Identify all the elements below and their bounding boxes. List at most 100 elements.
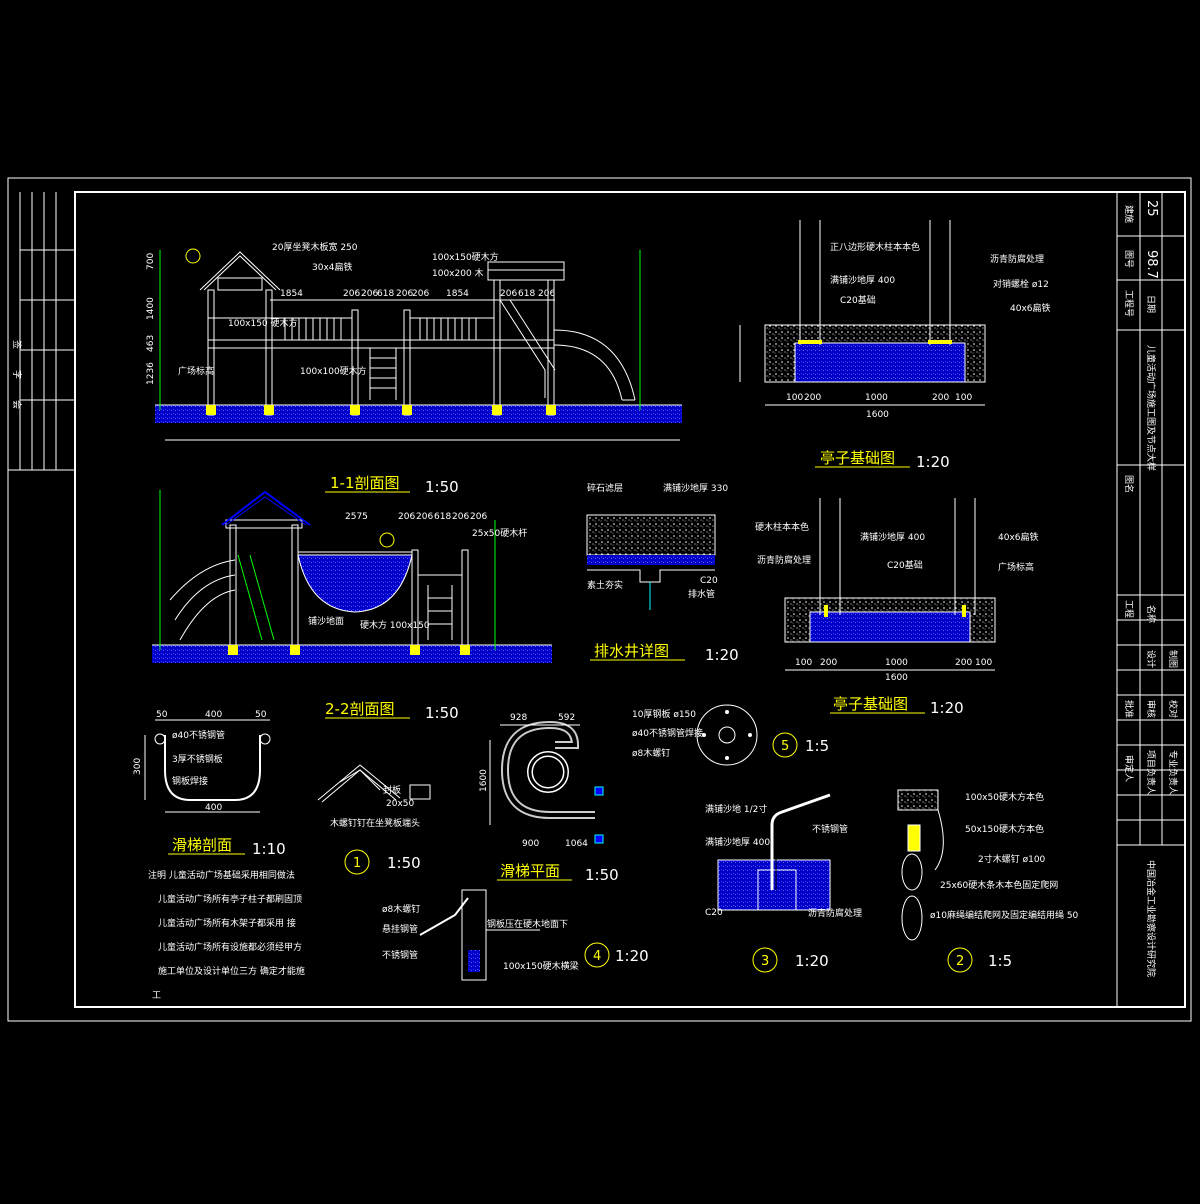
ss-dim-4: 400 bbox=[205, 803, 222, 813]
date-label: 日期 bbox=[1145, 295, 1156, 313]
row-approve: 批准 bbox=[1123, 700, 1135, 718]
drain-well-detail: 碎石滤层 满铺沙地厚 330 素土夯实 C20 排水管 排水井详图 1:20 bbox=[586, 482, 739, 664]
dw-note-1: 满铺沙地厚 330 bbox=[663, 482, 728, 494]
pf2-title: 亭子基础图 bbox=[833, 695, 908, 713]
pf1-dim-1: 200 bbox=[804, 393, 821, 403]
slide-plan: 928 592 1600 900 1064 滑梯平面 1:50 bbox=[479, 713, 619, 884]
section-marker-2-icon bbox=[379, 532, 395, 548]
dim-2-2-4: 206 bbox=[452, 512, 469, 522]
pf1-note-0: 正八边形硬木柱本本色 bbox=[830, 241, 920, 253]
sp-dim-2: 1600 bbox=[479, 769, 489, 792]
drawing-no-value: 建施 bbox=[1123, 205, 1135, 223]
d4-marker-icon bbox=[584, 942, 610, 968]
d5-marker-icon bbox=[772, 732, 798, 758]
d2-marker-icon bbox=[947, 947, 973, 973]
ground-hatch bbox=[155, 405, 682, 423]
pf1-scale: 1:20 bbox=[916, 453, 950, 471]
sp-dim-1: 592 bbox=[558, 713, 575, 723]
dim-top-6: 1854 bbox=[446, 289, 469, 299]
dim-left-1: 1400 bbox=[146, 297, 156, 320]
pf2-dim-0: 100 bbox=[795, 658, 812, 668]
pf1-dim-3: 200 bbox=[932, 393, 949, 403]
note-1-1-0: 20厚坐凳木板宽 250 bbox=[272, 241, 358, 253]
ss-dim-3: 300 bbox=[133, 758, 143, 775]
pf1-dim-5: 1600 bbox=[866, 410, 889, 420]
pf2-dim-4: 100 bbox=[975, 658, 992, 668]
d5-note-1: ø40不锈钢管焊接 bbox=[632, 727, 703, 739]
pf1-note-3: 对销螺栓 ø12 bbox=[993, 278, 1049, 290]
dim-2-2-0: 2575 bbox=[345, 512, 368, 522]
d1-scale: 1:50 bbox=[387, 854, 421, 872]
dim-left-2: 463 bbox=[146, 335, 156, 352]
sandpit bbox=[297, 554, 413, 613]
ss-note-0: ø40不锈钢管 bbox=[172, 729, 225, 741]
left-margin-signature: 签 字 会 bbox=[8, 192, 75, 471]
section-2-2: 2575 206 206 618 206 206 25x50硬木杆 铺沙地面 硬… bbox=[152, 490, 552, 722]
dim-left-3: 1236 bbox=[146, 362, 156, 385]
note-line-2: 儿童活动广场所有木架子都采用 接 bbox=[158, 917, 296, 929]
section-2-2-title: 2-2剖面图 bbox=[325, 700, 395, 718]
ss-note-1: 3厚不锈钢板 bbox=[172, 753, 223, 765]
dim-left-0: 700 bbox=[146, 253, 156, 270]
d3-note-0: 满铺沙地 1/2寸 bbox=[705, 803, 767, 815]
margin-label-1: 签 bbox=[11, 340, 23, 349]
d3-scale: 1:20 bbox=[795, 952, 829, 970]
drawing-name: 儿童活动广场施工图及节点大样 bbox=[1145, 345, 1157, 471]
d1-marker-icon bbox=[344, 849, 370, 875]
pf1-dim-2: 1000 bbox=[865, 393, 888, 403]
dim-top-0: 1854 bbox=[280, 289, 303, 299]
pf2-dim-2: 1000 bbox=[885, 658, 908, 668]
d3-no: 3 bbox=[761, 954, 769, 969]
margin-label-2: 字 bbox=[11, 370, 23, 379]
note-1-1-3: 100x100硬木方 bbox=[300, 365, 367, 377]
sp-dim-4: 1064 bbox=[565, 839, 588, 849]
dim-2-2-2: 206 bbox=[416, 512, 433, 522]
pf2-note-2: 沥青防腐处理 bbox=[757, 554, 811, 566]
outer-frame bbox=[7, 177, 1192, 1022]
inner-frame bbox=[74, 191, 1186, 1008]
d4-scale: 1:20 bbox=[615, 947, 649, 965]
ss-scale: 1:10 bbox=[252, 840, 286, 858]
pf2-note-1: 满铺沙地厚 400 bbox=[860, 531, 925, 543]
d3-note-2: 不锈钢管 bbox=[812, 823, 848, 835]
pavilion-foundation-1: 100 200 1000 200 100 1600 正八边形硬木柱本本色 沥青防… bbox=[739, 220, 1051, 471]
note-1-1-6: 100x200 木 bbox=[432, 267, 484, 279]
d3-marker-icon bbox=[752, 947, 778, 973]
engineering-label: 工程 bbox=[1123, 600, 1134, 618]
drawing-name-label: 图名 bbox=[1123, 475, 1135, 493]
pavilion-foundation-2: 100 200 1000 200 100 1600 硬木柱本本色 满铺沙地厚 4… bbox=[755, 498, 1039, 717]
sheet-no: 98.7 bbox=[1144, 250, 1159, 279]
d4-note-3: 钢板压在硬木地面下 bbox=[487, 918, 568, 930]
ss-note-2: 钢板焊接 bbox=[172, 775, 208, 787]
d4-note-1: 悬挂钢管 bbox=[382, 923, 418, 935]
dw-note-2: 素土夯实 bbox=[587, 579, 623, 591]
section-1-1-scale: 1:50 bbox=[425, 478, 459, 496]
d1-note-2: 木螺钉钉在坐凳板端头 bbox=[330, 817, 420, 829]
d2-note-2: 2寸木螺钉 ø100 bbox=[978, 853, 1046, 865]
company-name: 中国冶金工业勘察设计研究院 bbox=[1145, 860, 1157, 977]
note-1-1-4: 广场标高 bbox=[178, 365, 214, 377]
pf1-note-5: 40x6扁铁 bbox=[1010, 302, 1051, 314]
page-value: 25 bbox=[1144, 200, 1159, 217]
dim-top-3: 618 bbox=[377, 289, 394, 299]
dim-2-2-1: 206 bbox=[398, 512, 415, 522]
d3-note-1: 满铺沙地厚 400 bbox=[705, 836, 770, 848]
d5-no: 5 bbox=[781, 739, 789, 754]
pf2-dim-3: 200 bbox=[955, 658, 972, 668]
note-1-1-5: 100x150硬木方 bbox=[432, 251, 499, 263]
detail-1-roof: 封板 20x50 木螺钉钉在坐凳板端头 1 1:50 bbox=[317, 764, 431, 875]
pf1-note-2: 满铺沙地厚 400 bbox=[830, 274, 895, 286]
detail-5-plate: 10厚钢板 ø150 ø40不锈钢管焊接 ø8木螺钉 5 1:5 bbox=[632, 704, 829, 766]
d4-note-2: 不锈钢管 bbox=[382, 949, 418, 961]
dim-top-4: 206 bbox=[396, 289, 413, 299]
note-line-0: 注明 儿童活动广场基础采用相同做法 bbox=[148, 869, 295, 881]
pf2-dim-5: 1600 bbox=[885, 673, 908, 683]
pf2-note-5: 广场标高 bbox=[998, 561, 1034, 573]
note-2-2-1: 铺沙地面 bbox=[308, 615, 344, 627]
d4-note-0: ø8木螺钉 bbox=[382, 903, 420, 915]
d1-note-0: 封板 bbox=[383, 784, 401, 796]
pf2-dim-1: 200 bbox=[820, 658, 837, 668]
d2-note-0: 100x50硬木方本色 bbox=[965, 791, 1044, 803]
note-line-1: 儿童活动广场所有亭子柱子都刷固顶 bbox=[158, 893, 302, 905]
dw-note-0: 碎石滤层 bbox=[587, 482, 623, 494]
